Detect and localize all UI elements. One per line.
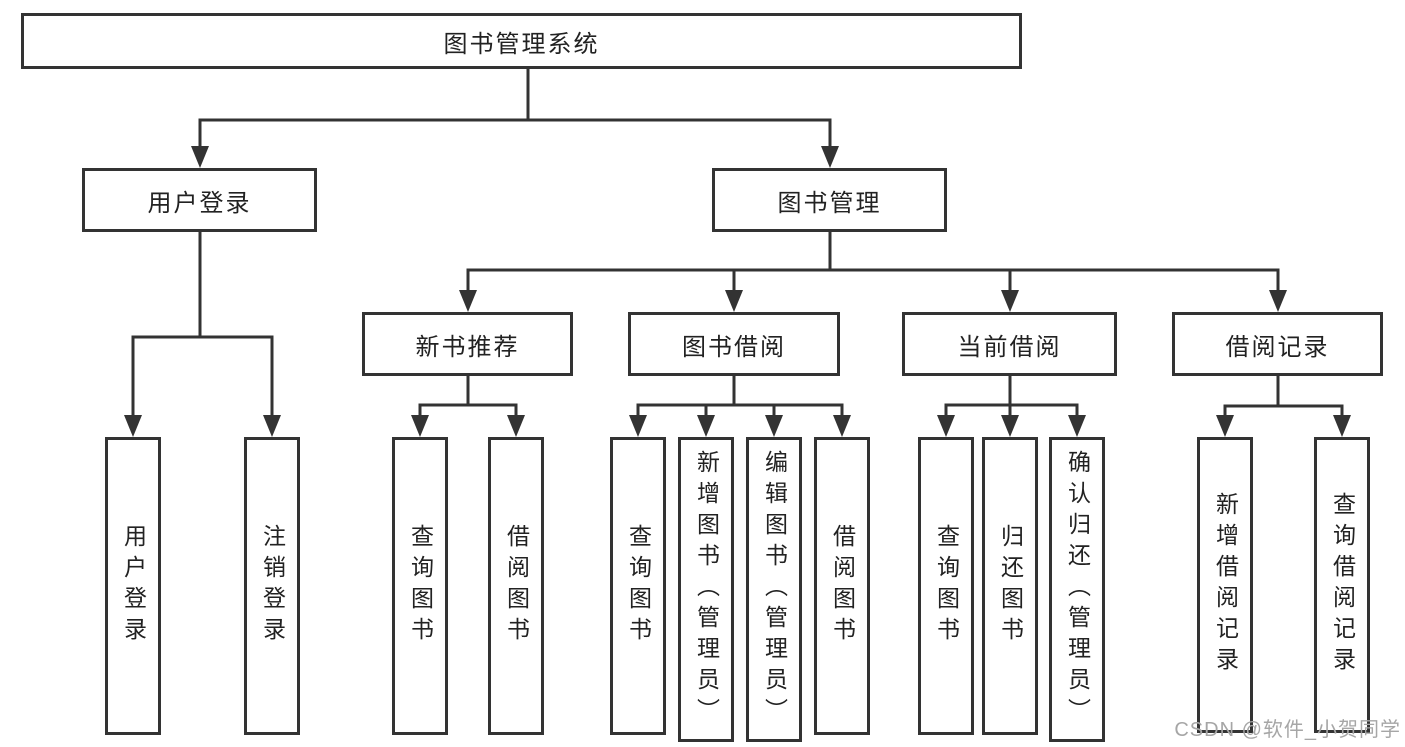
- arrowhead: [1068, 415, 1086, 437]
- arrowhead: [833, 415, 851, 437]
- node-label: 查询借阅记录: [1329, 492, 1356, 678]
- arrowhead: [459, 290, 477, 312]
- node-borrow-records: 借阅记录: [1172, 312, 1383, 376]
- leaf-confirm-return-admin: 确认归还（管理员）: [1049, 437, 1105, 742]
- arrowhead: [821, 146, 839, 168]
- node-label: 图书借阅: [682, 333, 786, 361]
- leaf-query-borrow-record: 查询借阅记录: [1314, 437, 1370, 733]
- node-label: 图书管理: [777, 189, 882, 217]
- arrowhead: [124, 415, 142, 437]
- node-label: 新书推荐: [415, 333, 520, 361]
- node-label: 查询图书: [933, 524, 960, 648]
- arrowhead: [629, 415, 647, 437]
- leaf-borrow-books-recommend: 借阅图书: [488, 437, 544, 735]
- node-user-login: 用户登录: [82, 168, 317, 232]
- node-label: 借阅图书: [829, 524, 856, 648]
- node-label: 用户登录: [120, 524, 147, 648]
- leaf-return-book: 归还图书: [982, 437, 1038, 735]
- leaf-add-book-admin: 新增图书（管理员）: [678, 437, 734, 742]
- node-book-borrow: 图书借阅: [628, 312, 840, 376]
- node-book-management: 图书管理: [712, 168, 947, 232]
- node-label: 借阅图书: [503, 524, 530, 648]
- leaf-logout: 注销登录: [244, 437, 300, 735]
- arrowhead: [411, 415, 429, 437]
- node-label: 用户登录: [147, 189, 252, 217]
- arrowhead: [1333, 415, 1351, 437]
- leaf-query-books-recommend: 查询图书: [392, 437, 448, 735]
- node-label: 新增借阅记录: [1212, 492, 1239, 678]
- node-current-borrow: 当前借阅: [902, 312, 1117, 376]
- node-label: 查询图书: [625, 524, 652, 648]
- arrowhead: [1001, 290, 1019, 312]
- arrowhead: [263, 415, 281, 437]
- leaf-borrow-books: 借阅图书: [814, 437, 870, 735]
- node-label: 查询图书: [407, 524, 434, 648]
- arrowhead: [725, 290, 743, 312]
- node-label: 归还图书: [997, 524, 1024, 648]
- node-new-book-recommend: 新书推荐: [362, 312, 573, 376]
- leaf-user-login: 用户登录: [105, 437, 161, 735]
- node-label: 新增图书（管理员）: [693, 450, 720, 729]
- node-label: 编辑图书（管理员）: [761, 450, 788, 729]
- leaf-add-borrow-record: 新增借阅记录: [1197, 437, 1253, 733]
- arrowhead: [697, 415, 715, 437]
- node-label: 确认归还（管理员）: [1064, 450, 1091, 729]
- node-label: 注销登录: [259, 524, 286, 648]
- node-system-root: 图书管理系统: [21, 13, 1022, 69]
- leaf-query-books-borrow: 查询图书: [610, 437, 666, 735]
- arrowhead: [765, 415, 783, 437]
- leaf-edit-book-admin: 编辑图书（管理员）: [746, 437, 802, 742]
- leaf-query-books-current: 查询图书: [918, 437, 974, 735]
- arrowhead: [1216, 415, 1234, 437]
- node-label: 借阅记录: [1225, 333, 1330, 361]
- arrowhead: [191, 146, 209, 168]
- arrowhead: [937, 415, 955, 437]
- arrowhead: [507, 415, 525, 437]
- node-label: 图书管理系统: [443, 30, 600, 58]
- arrowhead: [1001, 415, 1019, 437]
- csdn-watermark: CSDN @软件_小贺同学: [1174, 719, 1401, 741]
- arrowhead: [1269, 290, 1287, 312]
- node-label: 当前借阅: [957, 333, 1062, 361]
